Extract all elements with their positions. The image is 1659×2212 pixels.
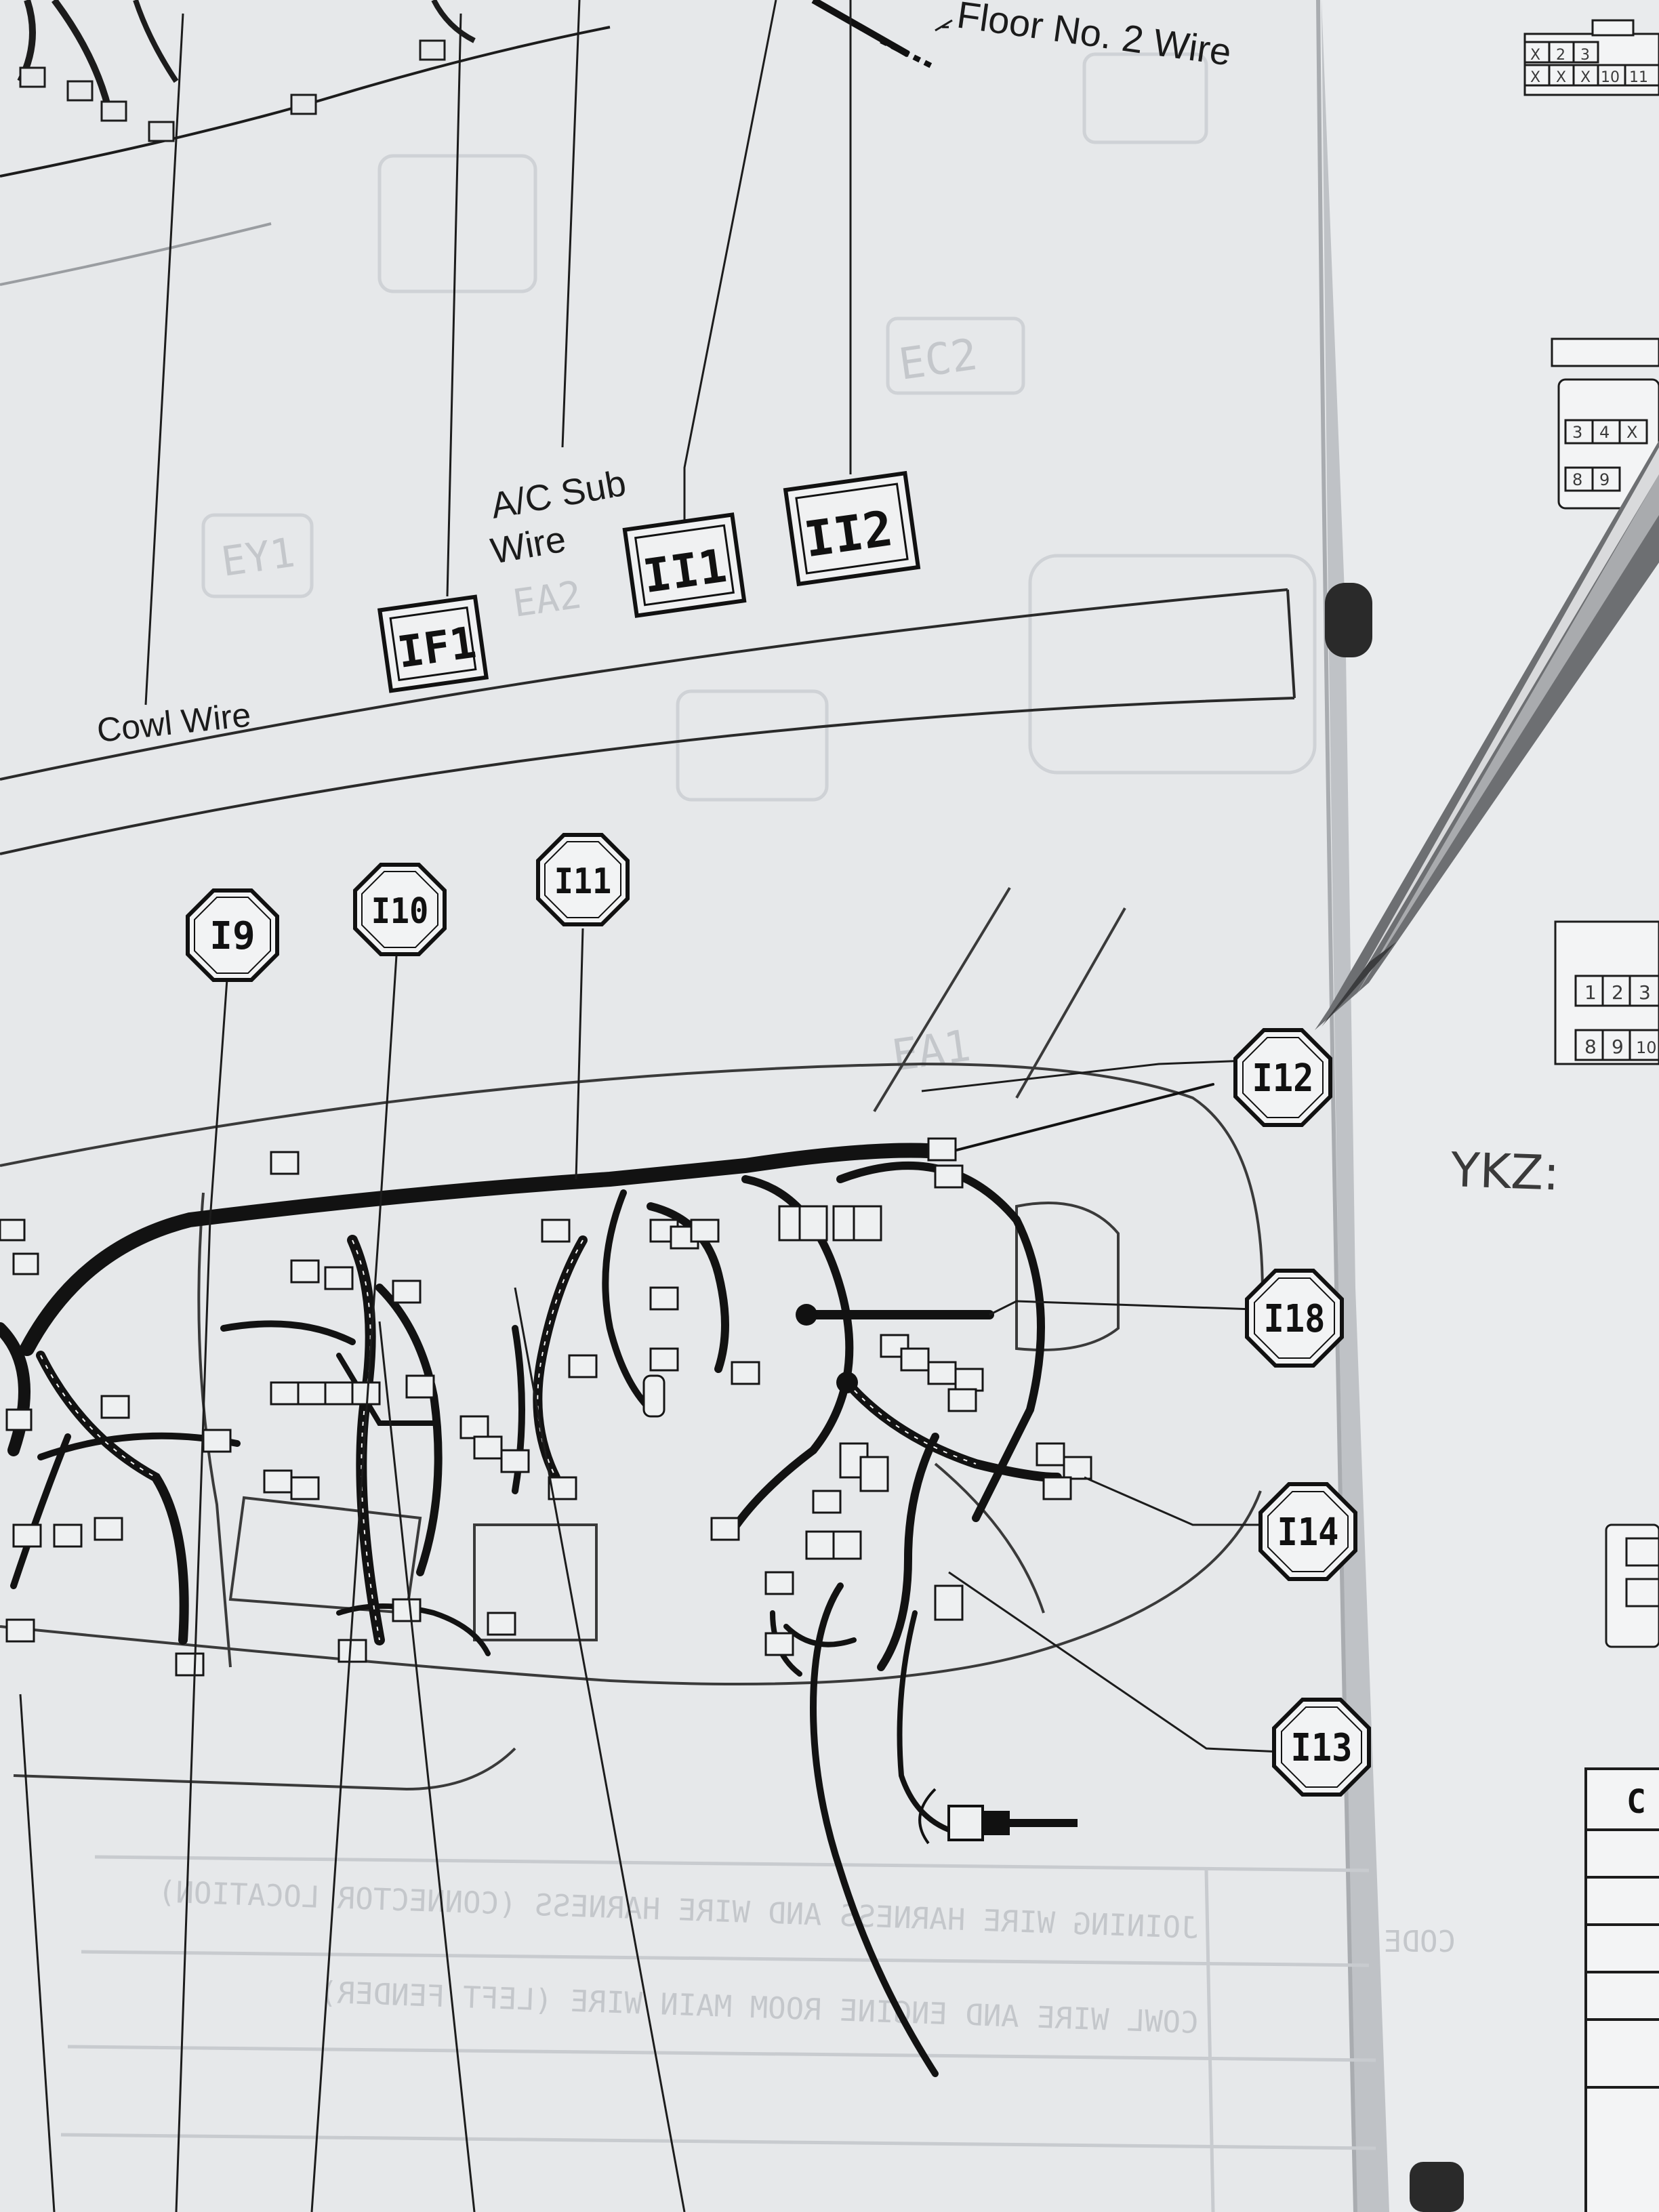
octagon-connector-i9: I9 [186, 888, 279, 982]
right-page-pin-diagram-top [1523, 19, 1659, 96]
connector-code-ii2: II2 [801, 499, 896, 568]
pin-label: 3 [1580, 47, 1590, 64]
table-header: C [1626, 1783, 1646, 1821]
binder-hole [1325, 583, 1372, 657]
ghost-label-ea1: EA1 [889, 1021, 974, 1081]
connector-code-i14: I14 [1277, 1510, 1338, 1554]
dashboard-outline [0, 886, 1264, 1791]
ghost-label-ea2: EA2 [510, 573, 584, 626]
octagon-connector-i13: I13 [1272, 1698, 1371, 1797]
pin-label: X [1530, 47, 1540, 64]
pin-label: 1 [1584, 981, 1597, 1004]
connector-box-ii2: II2 [783, 470, 921, 587]
ghost-table-code: CODE [1384, 1925, 1456, 1959]
pin-label: 2 [1612, 981, 1624, 1004]
ghost-label-ey1: EY1 [218, 529, 298, 586]
pin-label: X [1530, 69, 1540, 86]
pin-label: X [1626, 423, 1637, 442]
plug-connector [918, 1788, 1078, 1845]
connector-code-i10: I10 [371, 890, 429, 932]
connector-code-i12: I12 [1252, 1056, 1313, 1100]
connector-code-i13: I13 [1290, 1725, 1352, 1769]
pin-label: 11 [1629, 69, 1648, 86]
octagon-connector-i18: I18 [1245, 1269, 1344, 1368]
handwritten-note: YKZ: [1449, 1142, 1560, 1202]
pin-label: 9 [1612, 1036, 1624, 1058]
pin-label: X [1556, 69, 1566, 86]
right-page-table [1584, 1767, 1659, 2212]
pin-label: X [1580, 69, 1591, 86]
connector-code-if1: IF1 [394, 618, 479, 678]
ghost-label-ec2: EC2 [896, 329, 981, 390]
octagon-connector-i14: I14 [1258, 1482, 1357, 1581]
pin-label: 10 [1601, 69, 1620, 86]
octagon-connector-i12: I12 [1233, 1028, 1332, 1127]
pin-label: 2 [1556, 47, 1565, 64]
connector-code-i18: I18 [1263, 1296, 1325, 1340]
pin-label: 3 [1639, 981, 1651, 1004]
pin-label: 10 [1636, 1038, 1657, 1057]
right-page [1322, 0, 1659, 2212]
right-page-pin-diagram-mid [1551, 337, 1659, 510]
octagon-connector-i10: I10 [353, 863, 447, 956]
right-page-pin-diagram-lower [1554, 920, 1659, 1065]
connector-code-i9: I9 [209, 914, 255, 958]
binder-hole [1410, 2162, 1464, 2212]
pin-label: 4 [1599, 423, 1610, 442]
pin-label: 8 [1584, 1036, 1597, 1058]
connector-box-if1: IF1 [377, 594, 489, 693]
ghost-table [60, 1855, 1376, 2212]
connector-box-ii1: II1 [622, 512, 747, 618]
pin-label: 3 [1572, 423, 1582, 442]
harness-connectors [0, 1137, 1092, 1677]
connector-code-i11: I11 [554, 861, 612, 902]
pin-label: 9 [1599, 470, 1610, 489]
pen-pointer [1315, 441, 1659, 1030]
pin-label: 8 [1572, 470, 1582, 489]
section-divider [0, 588, 1296, 855]
connector-code-ii1: II1 [640, 539, 730, 604]
right-page-connector [1605, 1523, 1659, 1648]
octagon-connector-i11: I11 [536, 833, 630, 926]
